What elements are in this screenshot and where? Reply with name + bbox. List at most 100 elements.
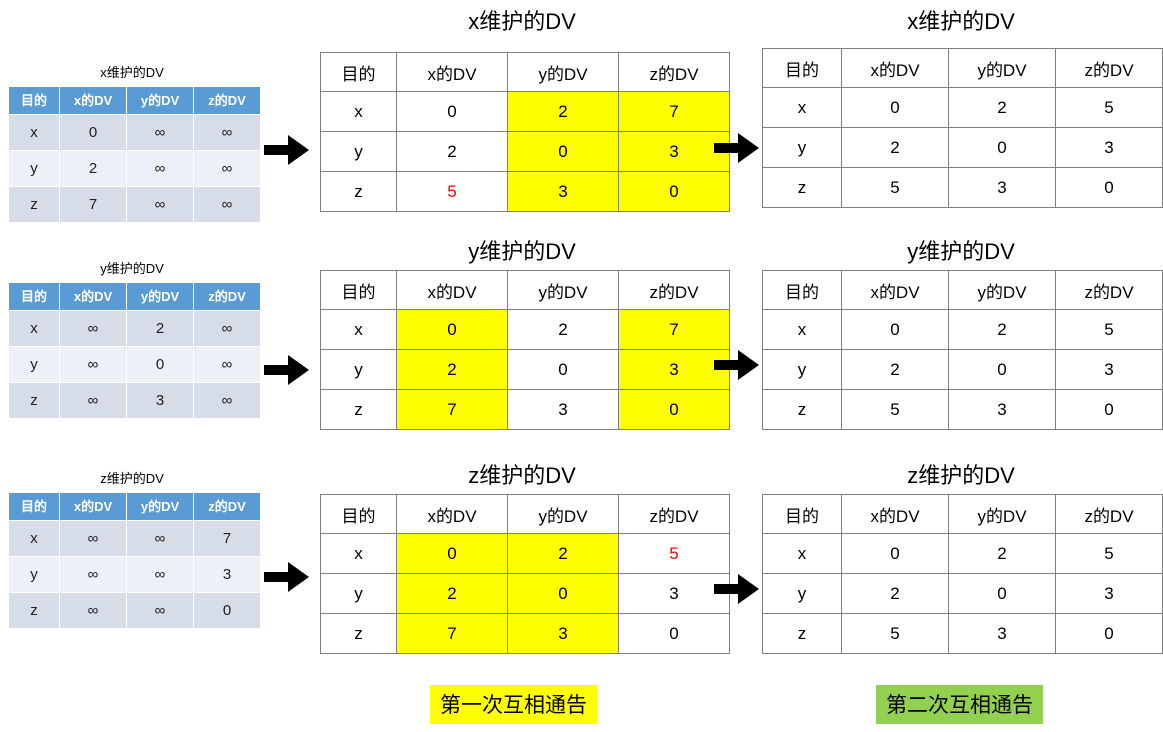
initial-title-x-text: x维护的DV (100, 65, 164, 80)
arrow-initial-to-first-y (264, 353, 310, 392)
arrow-first-to-second-z (714, 572, 760, 611)
dv-table: 目的 x的DV y的DV z的DV x 0 2 5 y 2 0 3 z 5 (762, 270, 1163, 430)
row-label: x (8, 310, 60, 347)
col-header-y-dv: y的DV (507, 270, 619, 310)
cell-y: 0 (948, 573, 1056, 614)
initial-title-z: z维护的DV (8, 468, 256, 487)
dv-table: 目的 x的DV y的DV z的DV x 0 ∞ ∞ y 2 ∞ ∞ z 7 (8, 86, 261, 223)
table-row: z 5 3 0 (762, 389, 1163, 430)
dv-table: 目的 x的DV y的DV z的DV x ∞ ∞ 7 y ∞ ∞ 3 z ∞ (8, 492, 261, 629)
first-title-y: y维护的DV (320, 234, 724, 266)
cell-y: ∞ (126, 114, 194, 151)
cell-z: 3 (618, 131, 730, 172)
arrow-initial-to-first-z (264, 560, 310, 599)
col-header-x-dv: x的DV (841, 270, 949, 310)
table-header-row: 目的 x的DV y的DV z的DV (8, 282, 261, 311)
cell-y: ∞ (126, 186, 194, 223)
row-label: z (320, 171, 397, 212)
initial-title-y-text: y维护的DV (100, 261, 164, 276)
col-header-y-dv: y的DV (948, 494, 1056, 534)
row-label: y (8, 346, 60, 383)
legend-first-exchange: 第一次互相通告 (430, 685, 597, 724)
right-arrow-icon (714, 574, 759, 604)
cell-z: ∞ (193, 114, 261, 151)
col-header-x-dv: x的DV (841, 494, 949, 534)
cell-y: 0 (507, 131, 619, 172)
cell-z: 3 (618, 573, 730, 614)
cell-y: 2 (948, 87, 1056, 128)
table-row: x 0 2 7 (320, 91, 730, 132)
second-title-x-text: x维护的DV (907, 9, 1015, 34)
row-label: y (320, 573, 397, 614)
row-label: y (8, 556, 60, 593)
row-label: x (320, 309, 397, 350)
cell-z: ∞ (193, 346, 261, 383)
table-header-row: 目的 x的DV y的DV z的DV (762, 494, 1163, 534)
col-header-x-dv: x的DV (396, 270, 508, 310)
col-header-dest: 目的 (762, 48, 842, 88)
dv-table: 目的 x的DV y的DV z的DV x 0 2 5 y 2 0 3 z 5 (762, 494, 1163, 654)
first-table-y: 目的 x的DV y的DV z的DV x 0 2 7 y 2 0 3 z 7 (320, 270, 730, 430)
first-title-x-text: x维护的DV (468, 9, 576, 34)
col-header-z-dv: z的DV (618, 52, 730, 92)
table-row: x ∞ 2 ∞ (8, 310, 261, 347)
cell-y: 0 (948, 127, 1056, 168)
arrow-first-to-second-x (714, 131, 760, 170)
cell-z: 0 (1055, 389, 1163, 430)
row-label: x (320, 91, 397, 132)
col-header-dest: 目的 (8, 282, 60, 311)
cell-z: 0 (618, 613, 730, 654)
cell-z: 3 (1055, 573, 1163, 614)
row-label: z (320, 613, 397, 654)
table-row: y 2 0 3 (320, 573, 730, 614)
col-header-z-dv: z的DV (1055, 48, 1163, 88)
cell-y: 0 (948, 349, 1056, 390)
cell-z: 7 (618, 309, 730, 350)
right-arrow-icon (264, 355, 309, 385)
cell-x: 2 (841, 573, 949, 614)
cell-x: 7 (396, 613, 508, 654)
col-header-z-dv: z的DV (618, 270, 730, 310)
cell-z: 3 (193, 556, 261, 593)
cell-z: 0 (1055, 167, 1163, 208)
cell-x: ∞ (59, 382, 127, 419)
table-header-row: 目的 x的DV y的DV z的DV (320, 270, 730, 310)
cell-z: ∞ (193, 150, 261, 187)
row-label: y (762, 573, 842, 614)
col-header-y-dv: y的DV (507, 494, 619, 534)
cell-x: ∞ (59, 556, 127, 593)
cell-x: ∞ (59, 520, 127, 557)
second-title-z: z维护的DV (762, 458, 1160, 490)
table-row: x 0 2 5 (320, 533, 730, 574)
dv-table: 目的 x的DV y的DV z的DV x 0 2 5 y 2 0 3 z 7 (320, 494, 730, 654)
col-header-x-dv: x的DV (59, 492, 127, 521)
first-title-x: x维护的DV (320, 4, 724, 36)
cell-z: 3 (618, 349, 730, 390)
cell-z: 0 (618, 389, 730, 430)
col-header-x-dv: x的DV (59, 86, 127, 115)
cell-x: 5 (841, 613, 949, 654)
cell-y: 2 (507, 309, 619, 350)
dv-table: 目的 x的DV y的DV z的DV x 0 2 5 y 2 0 3 z 5 (762, 48, 1163, 208)
cell-y: 2 (948, 309, 1056, 350)
cell-z: 0 (1055, 613, 1163, 654)
row-label: z (8, 382, 60, 419)
col-header-dest: 目的 (8, 86, 60, 115)
cell-z: 7 (618, 91, 730, 132)
first-title-z-text: z维护的DV (468, 463, 576, 488)
legend-second-exchange-label: 第二次互相通告 (876, 685, 1043, 724)
second-title-y-text: y维护的DV (907, 239, 1015, 264)
table-header-row: 目的 x的DV y的DV z的DV (8, 492, 261, 521)
first-table-z: 目的 x的DV y的DV z的DV x 0 2 5 y 2 0 3 z 7 (320, 494, 730, 654)
table-header-row: 目的 x的DV y的DV z的DV (8, 86, 261, 115)
cell-y: ∞ (126, 592, 194, 629)
cell-z: 5 (1055, 309, 1163, 350)
cell-x: 2 (396, 131, 508, 172)
cell-z: 5 (1055, 533, 1163, 574)
row-label: x (8, 114, 60, 151)
first-title-z: z维护的DV (320, 458, 724, 490)
cell-x: 0 (841, 533, 949, 574)
cell-x: 2 (396, 349, 508, 390)
col-header-dest: 目的 (762, 270, 842, 310)
row-label: x (762, 87, 842, 128)
